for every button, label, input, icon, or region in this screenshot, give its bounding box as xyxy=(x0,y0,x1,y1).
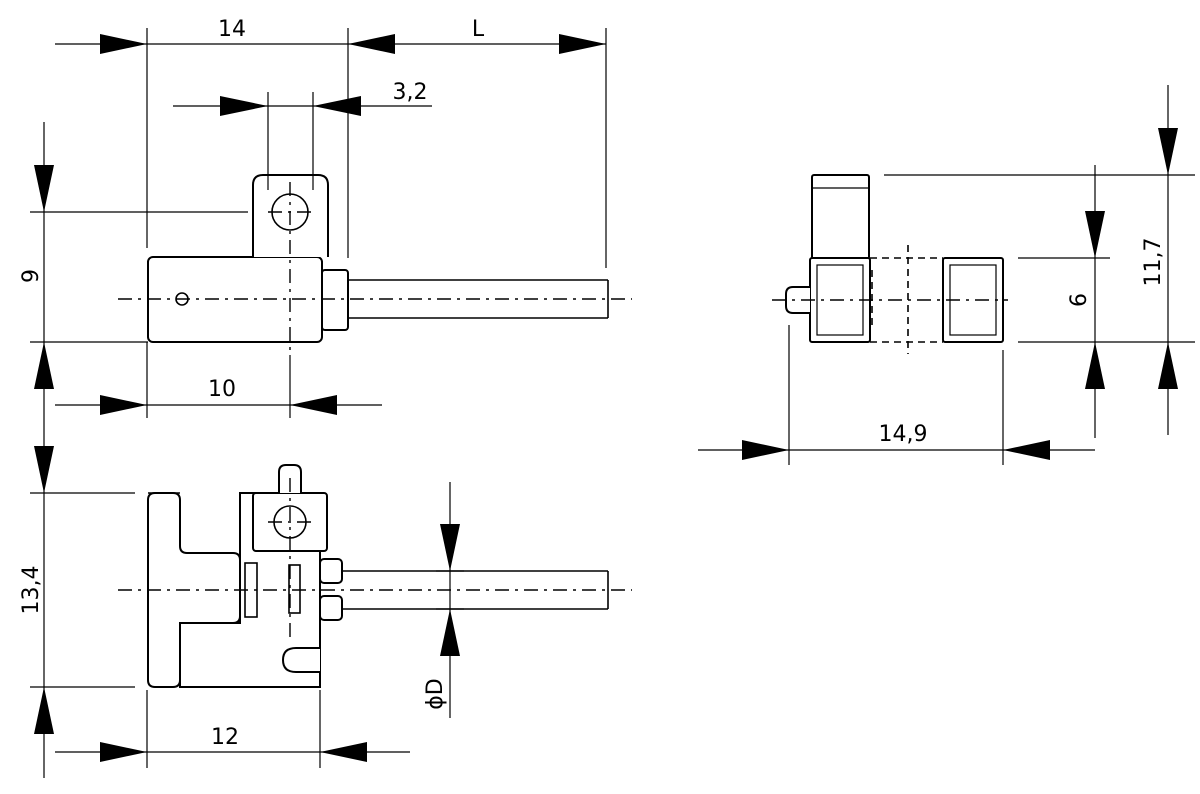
dim-label-3-2: 3,2 xyxy=(393,80,428,105)
front-view xyxy=(772,174,1008,354)
dimension-12: 12 xyxy=(55,690,410,768)
cable-connector-top xyxy=(319,558,343,584)
dimension-10: 10 xyxy=(55,342,382,418)
dimension-13-4: 13,4 xyxy=(19,342,135,778)
cable-connector-bottom xyxy=(319,595,343,621)
dimension-cable-diameter: ϕD xyxy=(423,482,464,718)
dim-label-11-7: 11,7 xyxy=(1141,238,1166,287)
dimension-11-7: 11,7 xyxy=(884,85,1195,435)
dim-label-9: 9 xyxy=(19,269,44,283)
top-view xyxy=(118,464,632,688)
side-view xyxy=(118,174,632,355)
dim-label-14: 14 xyxy=(218,17,246,42)
dimension-L: L xyxy=(347,17,607,268)
dim-label-12: 12 xyxy=(211,725,239,750)
dimension-14: 14 xyxy=(55,17,395,248)
dim-label-diameter: ϕD xyxy=(423,678,448,709)
front-right-jaw xyxy=(942,257,1004,343)
receiver-window xyxy=(288,564,301,614)
dim-label-10: 10 xyxy=(208,377,236,402)
dimension-14-9: 14,9 xyxy=(698,325,1095,465)
dim-label-L: L xyxy=(472,17,485,42)
dimension-6: 6 xyxy=(1018,165,1195,438)
bottom-dome xyxy=(281,647,320,673)
dimension-9: 9 xyxy=(19,122,248,389)
dimension-3-2: 3,2 xyxy=(173,80,432,190)
dim-label-13-4: 13,4 xyxy=(19,566,44,615)
dim-label-6: 6 xyxy=(1067,293,1092,307)
dim-label-14-9: 14,9 xyxy=(879,422,928,447)
cable-gland xyxy=(321,269,349,331)
